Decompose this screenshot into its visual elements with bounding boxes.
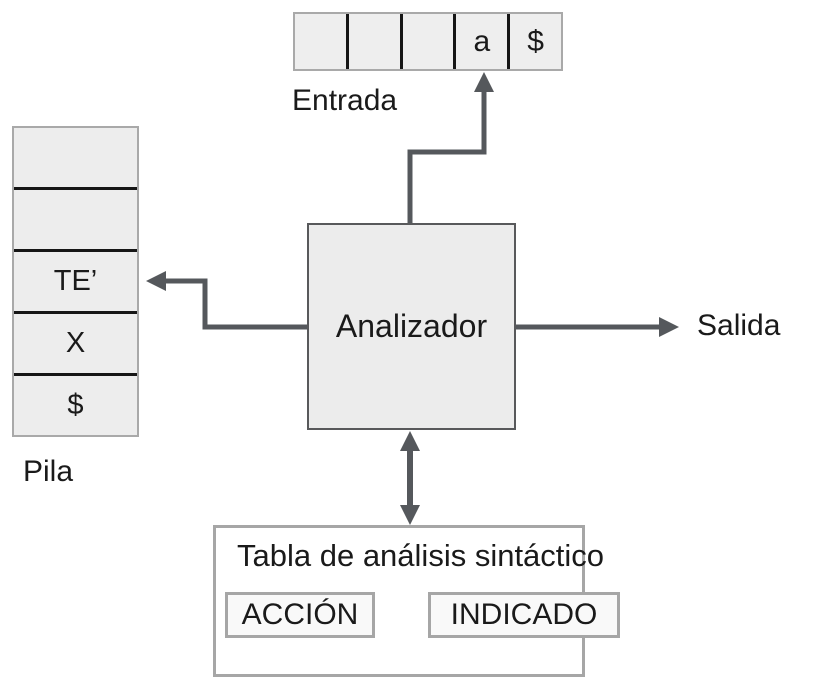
input-tape-label: Entrada [292, 84, 398, 117]
arrow-analyzer-to-stack [146, 271, 307, 330]
stack-cell [14, 128, 137, 187]
input-tape-cell [399, 14, 454, 69]
stack-cell [14, 187, 137, 249]
parse-table-title: Tabla de análisis sintáctico [237, 538, 605, 573]
arrow-analyzer-to-input [407, 72, 494, 223]
arrow-analyzer-to-output [516, 317, 679, 337]
analyzer-box: Analizador [307, 223, 516, 430]
stack-cell: X [14, 311, 137, 373]
goto-box: INDICADO [428, 592, 620, 638]
stack-label: Pila [23, 455, 74, 488]
input-tape-cell: $ [507, 14, 561, 69]
goto-box-label: INDICADO [450, 598, 598, 631]
action-box-label: ACCIÓN [241, 598, 359, 631]
analyzer-label: Analizador [335, 308, 488, 344]
parse-table: Tabla de análisis sintáctico ACCIÓN INDI… [213, 525, 620, 677]
input-tape-cell: a [453, 14, 507, 69]
input-tape-cell [295, 14, 346, 69]
stack: TE’ X $ [12, 126, 139, 437]
stack-cell: $ [14, 373, 137, 435]
input-tape-cell [345, 14, 400, 69]
input-tape: a $ [293, 12, 563, 71]
arrow-analyzer-table-bidirectional [400, 431, 420, 525]
stack-cell: TE’ [14, 249, 137, 311]
action-box: ACCIÓN [225, 592, 375, 638]
output-label: Salida [697, 309, 781, 342]
